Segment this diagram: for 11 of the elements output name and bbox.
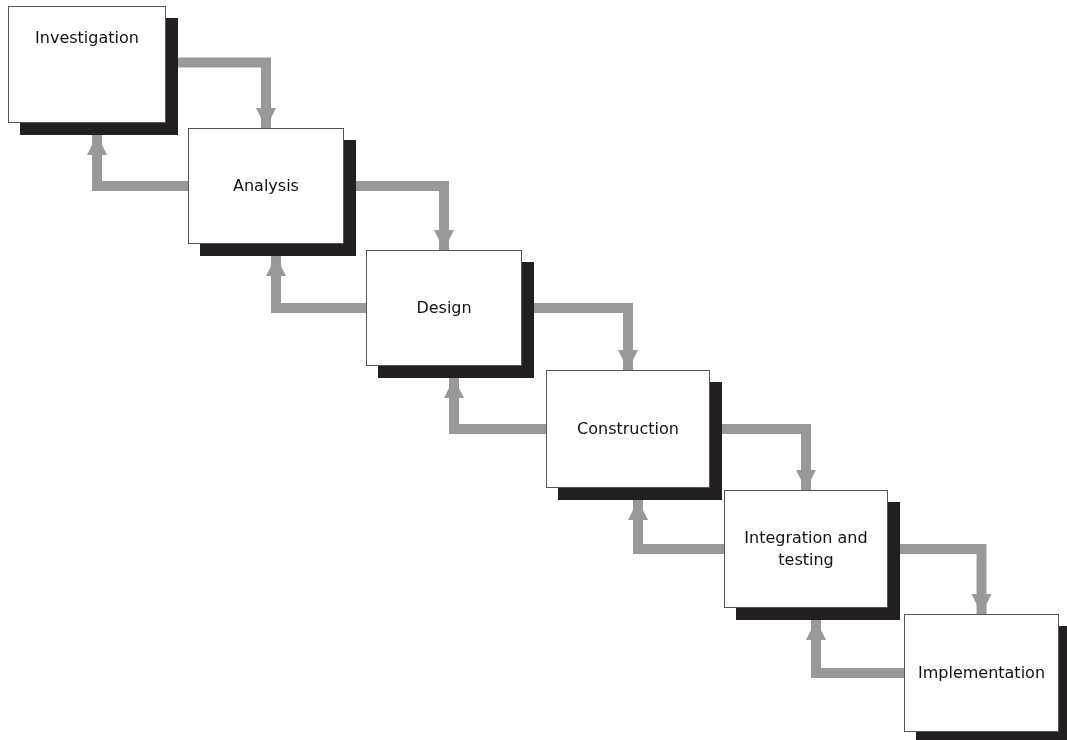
arrow xyxy=(444,378,546,434)
step-label: Design xyxy=(416,297,472,319)
step-label: Investigation xyxy=(35,27,139,49)
step-label: Construction xyxy=(577,418,679,440)
step-label: Integration and testing xyxy=(743,527,869,571)
arrow xyxy=(87,135,188,191)
step-label: Implementation xyxy=(917,662,1045,684)
arrow xyxy=(628,500,724,554)
arrow xyxy=(266,256,366,313)
arrow xyxy=(806,620,904,678)
step-label: Analysis xyxy=(233,175,299,197)
